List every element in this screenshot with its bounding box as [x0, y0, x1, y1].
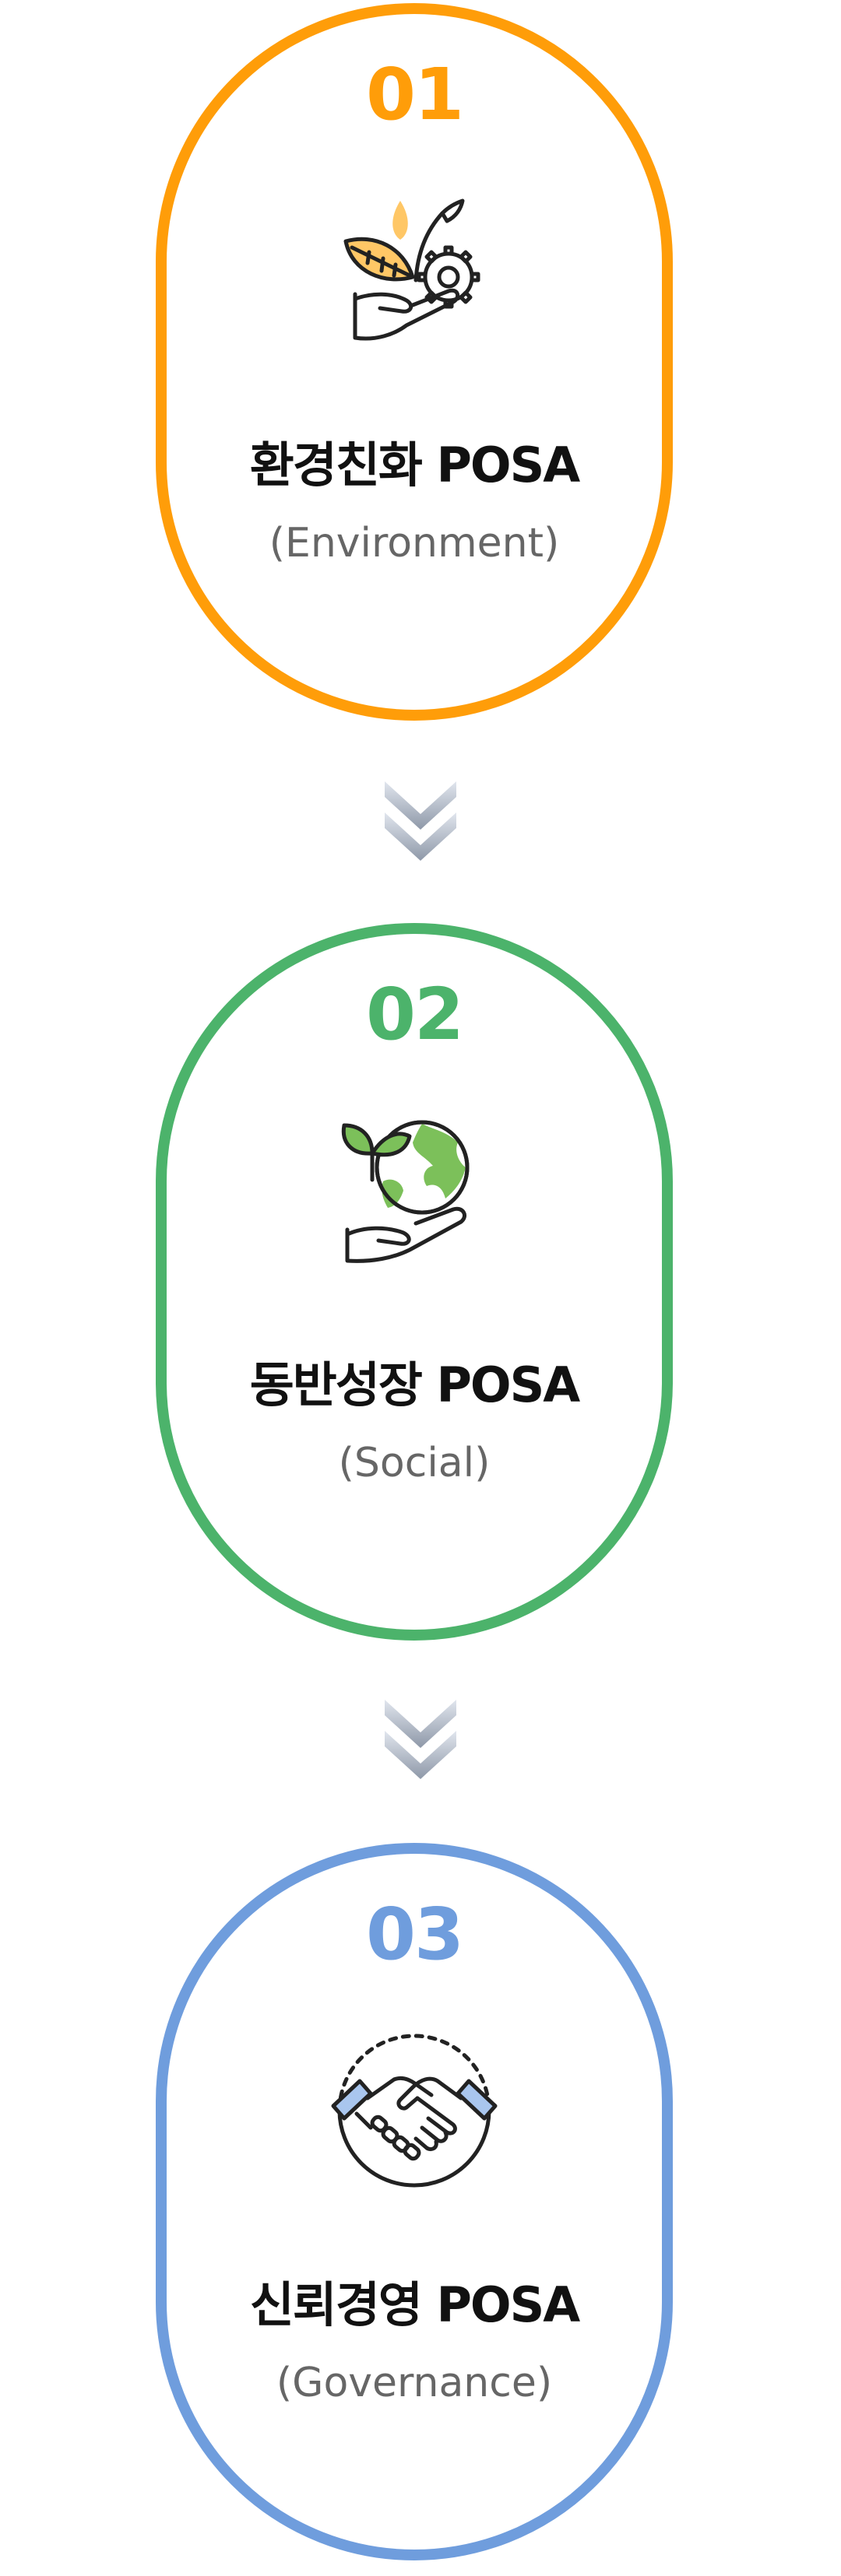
step-card-governance: 03 신뢰경영 POSA (Governance) [156, 1843, 673, 2560]
step-number: 01 [365, 53, 464, 136]
step-card-environment: 01 환경친화 POSA (Environment) [156, 3, 673, 721]
double-chevron-down-icon [382, 778, 459, 864]
step-subtitle: (Environment) [269, 520, 560, 567]
step-title: 동반성장 POSA [249, 1356, 581, 1413]
handshake-icon [329, 2025, 500, 2196]
step-subtitle: (Governance) [276, 2360, 553, 2406]
step-card-social: 02 동반성장 POSA (Social) [156, 923, 673, 1641]
double-chevron-down-icon [382, 1697, 459, 1782]
step-number: 03 [365, 1893, 464, 1976]
hand-leaf-gear-icon [329, 185, 500, 356]
step-title: 환경친화 POSA [249, 437, 581, 493]
hand-earth-sprout-icon [329, 1105, 500, 1276]
step-subtitle: (Social) [338, 1440, 491, 1486]
step-number: 02 [365, 973, 464, 1056]
step-title: 신뢰경영 POSA [249, 2276, 581, 2333]
